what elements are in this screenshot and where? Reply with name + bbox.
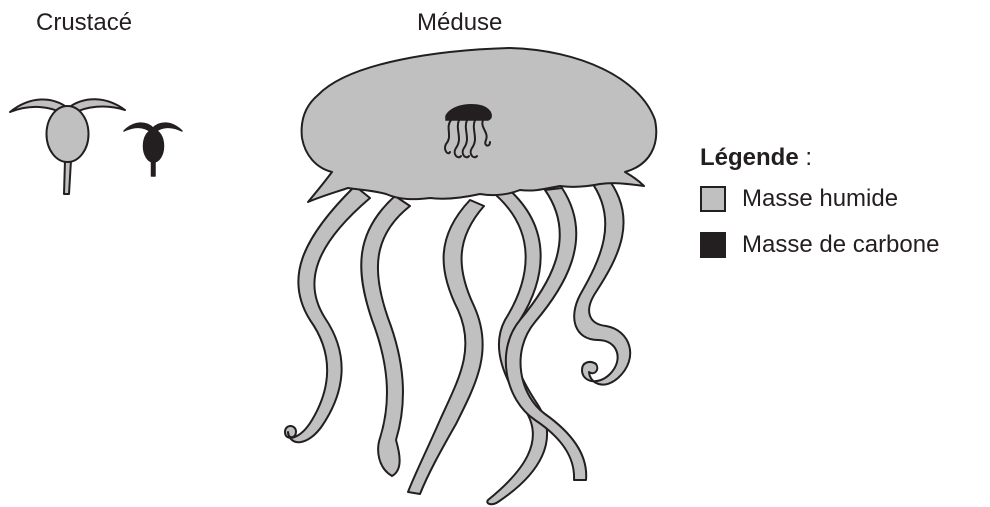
carbon-mass-swatch [700, 232, 726, 258]
crustacean-wet-mass [10, 99, 125, 194]
legend-title-text: Légende [700, 144, 799, 171]
jellyfish-bell [302, 48, 657, 202]
legend-item-wet-mass: Masse humide [700, 176, 939, 222]
legend: Légende : Masse humide Masse de carbone [700, 140, 939, 268]
legend-title-separator: : [799, 144, 812, 171]
crustacean-wet-body [47, 106, 89, 162]
legend-title: Légende : [700, 140, 939, 176]
wet-mass-swatch [700, 186, 726, 212]
legend-item-carbon-mass: Masse de carbone [700, 222, 939, 268]
crustacean-carbon-mass [124, 123, 182, 176]
jellyfish-tentacle-6 [574, 176, 630, 385]
legend-item-label: Masse humide [742, 185, 898, 213]
crustacean-carbon-body [144, 130, 164, 162]
jellyfish-tentacle-1 [285, 186, 370, 442]
jellyfish-tentacle-2 [361, 196, 410, 476]
jellyfish-tentacle-3 [408, 200, 484, 494]
legend-item-label: Masse de carbone [742, 231, 939, 259]
crustacean-wet-tail [64, 160, 71, 194]
